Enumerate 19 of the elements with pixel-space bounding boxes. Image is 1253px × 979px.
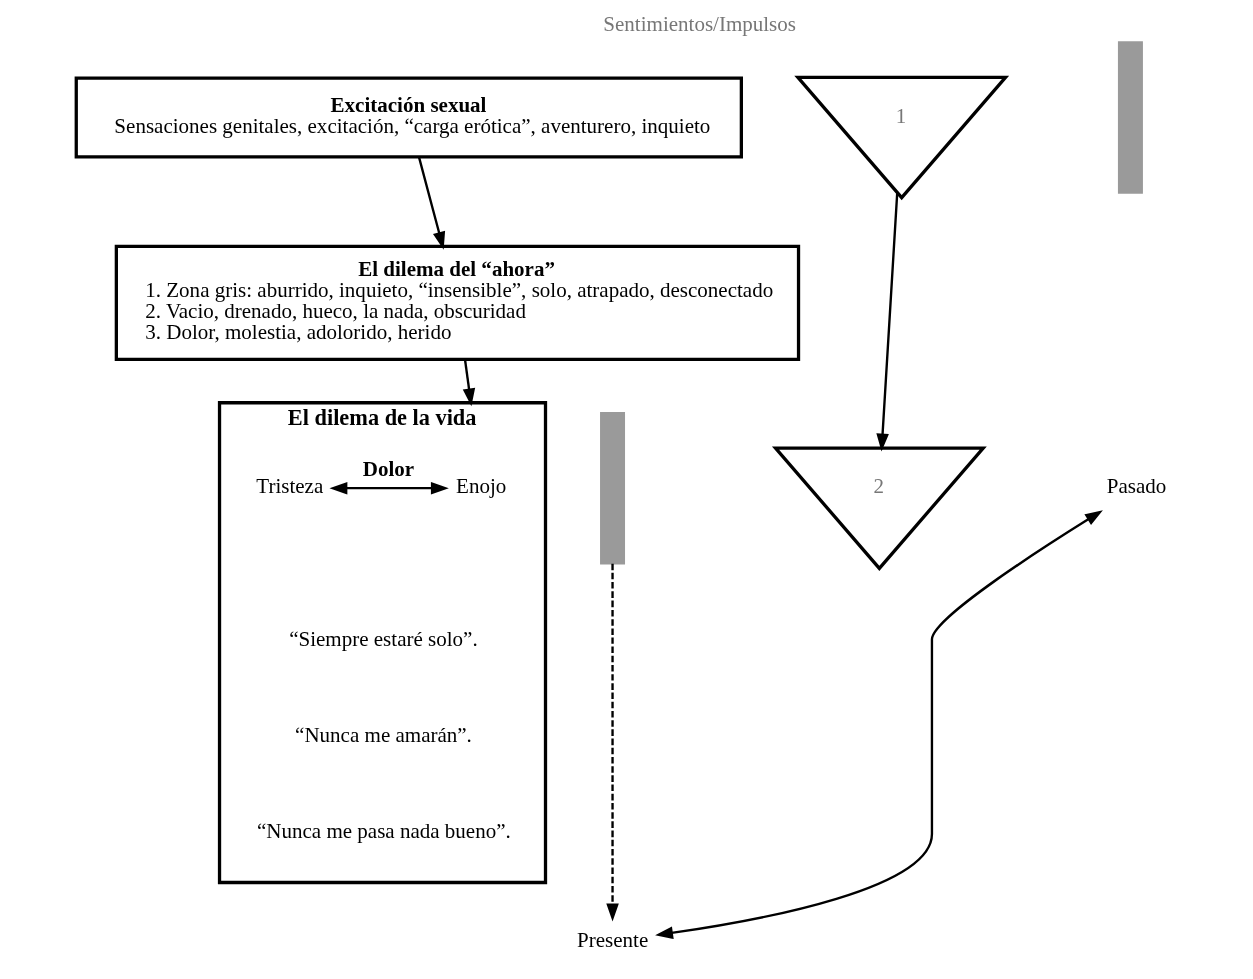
- node-text: Enojo: [455, 474, 506, 499]
- node-brace: [1117, 41, 1143, 194]
- node-text: Pasado: [1106, 474, 1166, 499]
- node-box: El dilema del “ahora” 1. Zona gris: aburrido, inquieto, “insensible”, solo, atrapado, desconectado 2. Vacio, drenado, hueco, la nada, obscuridad 3. Dolor, molestia, adolorido, herido: [114, 244, 800, 361]
- arrow: [875, 192, 898, 452]
- node-box: Excitación sexual Sensaciones genitales, excitación, “carga erótica”, aventurero, inquieto: [74, 76, 743, 159]
- label: “Nunca me amarán”.: [294, 722, 472, 747]
- node-text: Presente: [576, 927, 648, 952]
- label: “Siempre estaré solo”.: [288, 626, 478, 651]
- arrow: [462, 359, 475, 407]
- node-text: Tristeza: [255, 474, 323, 499]
- edge-label: Dolor: [362, 457, 414, 482]
- node-brace: [599, 411, 625, 565]
- node-label: Sentimientos/Impulsos: [602, 11, 796, 36]
- label: “Nunca me pasa nada bueno”.: [256, 818, 511, 843]
- arrow: [417, 156, 445, 250]
- arrow: [605, 563, 619, 922]
- arrow: [328, 481, 449, 495]
- arrow: [654, 510, 1103, 939]
